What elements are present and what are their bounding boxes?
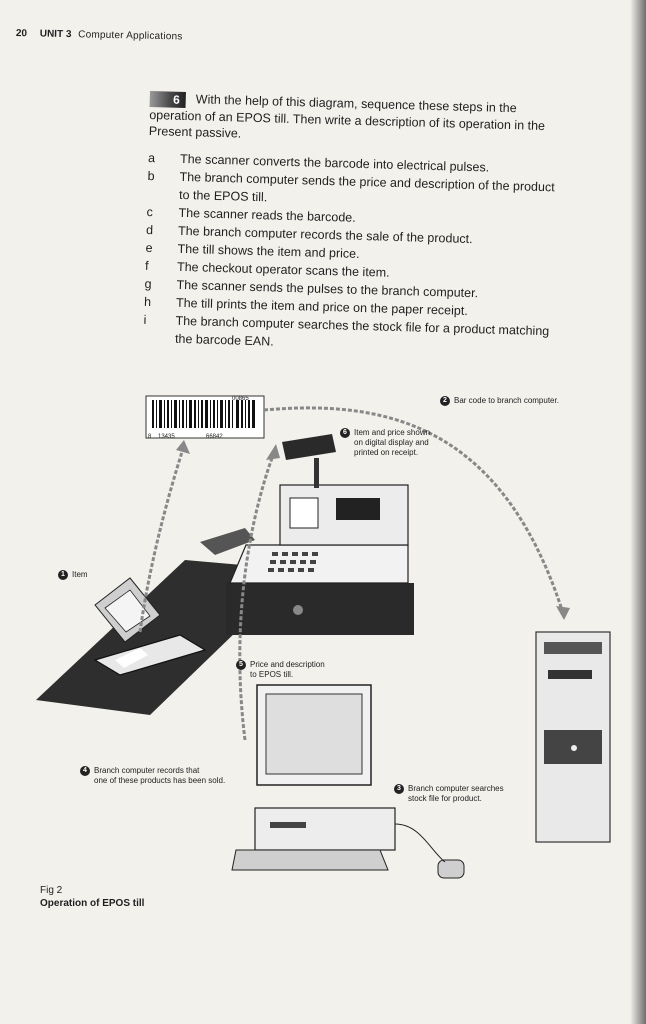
callout-text-line2: to EPOS till. [250, 670, 294, 680]
mouse-cable [394, 823, 446, 863]
callout-text: Branch computer searches [408, 784, 504, 794]
customer-display [282, 434, 336, 460]
callout-text-line2: stock file for product. [408, 794, 482, 804]
step-letter: f [144, 258, 149, 273]
drawer-lock-icon [293, 605, 303, 615]
step-letter: a [147, 150, 156, 165]
barcode-mid-digits: 13435 [158, 434, 175, 440]
callout-text: Item and price shown [354, 428, 431, 438]
callout-text-line3: printed on receipt. [354, 448, 419, 458]
callout-1: 1 Item [58, 570, 88, 580]
callout-5: 5 Price and description to EPOS till. [236, 660, 325, 680]
callout-6: 6 Item and price shown on digital display… [340, 428, 430, 458]
tower-bay-2 [548, 670, 592, 679]
callout-number: 2 [440, 396, 450, 406]
unit-label: UNIT 3 [39, 28, 72, 41]
tower-bay-1 [544, 642, 602, 654]
arrow-computer-to-till [238, 457, 274, 741]
step-letter: g [144, 276, 152, 291]
callout-number: 4 [80, 766, 90, 776]
till-keypad [268, 552, 318, 572]
arrow-item-to-barcode [138, 451, 184, 633]
unit-title: Computer Applications [78, 29, 183, 43]
barcode-bars [152, 400, 255, 428]
callout-text-line2: on digital display and [354, 438, 429, 448]
callout-number: 5 [236, 660, 246, 670]
computer-base [254, 807, 396, 851]
step-letter: i [143, 312, 147, 327]
epos-diagram: 8 13435 66842 00865 1 Item 2 Bar code to b… [0, 380, 646, 900]
callout-number: 3 [394, 784, 404, 794]
page-edge-shadow [630, 0, 646, 1024]
till-body [229, 544, 409, 584]
keyboard [231, 849, 389, 871]
step-letter: h [143, 294, 152, 309]
barcode-top-code: 00865 [232, 396, 249, 402]
mouse [437, 859, 465, 879]
page-header: 20 UNIT 3 Computer Applications [16, 28, 183, 42]
callout-number: 6 [340, 428, 350, 438]
receipt-paper [289, 497, 319, 529]
figure-caption: Fig 2 Operation of EPOS till [40, 884, 144, 910]
callout-3: 3 Branch computer searches stock file for… [394, 784, 504, 804]
till-side-tray [200, 528, 255, 555]
callout-text: Bar code to branch computer. [454, 396, 559, 406]
callout-text-line2: one of these products has been sold. [94, 776, 226, 786]
diagram-illustration [36, 395, 611, 879]
arrow-head [176, 440, 190, 454]
callout-2: 2 Bar code to branch computer. [440, 396, 559, 406]
monitor-screen [265, 693, 363, 775]
callout-text: Item [72, 570, 88, 580]
step-letter: c [146, 204, 154, 219]
arrow-head [266, 444, 280, 460]
callout-text: Branch computer records that [94, 766, 200, 776]
tower-power-icon [571, 745, 577, 751]
exercise-instruction: With the help of this diagram, sequence … [148, 92, 546, 141]
callout-number: 1 [58, 570, 68, 580]
callout-text: Price and description [250, 660, 325, 670]
cash-drawer [226, 583, 414, 635]
till-display [336, 498, 380, 520]
barcode-right-digits: 66842 [206, 434, 223, 440]
figure-label: Fig 2 [40, 885, 63, 896]
display-pole [314, 458, 319, 488]
exercise-number-badge: 6 [149, 90, 186, 108]
disk-drive [270, 822, 306, 828]
item-package-label [104, 589, 151, 633]
step-letter: b [147, 168, 155, 183]
figure-title: Operation of EPOS till [40, 898, 145, 909]
callout-4: 4 Branch computer records that one of the… [80, 766, 225, 786]
barcode-left-digit: 8 [148, 434, 152, 440]
arrow-head [556, 606, 570, 620]
step-letter: e [145, 240, 153, 255]
step-letter: d [145, 222, 154, 237]
scanner-arrow-icon [115, 648, 148, 668]
page-number: 20 [15, 28, 28, 40]
